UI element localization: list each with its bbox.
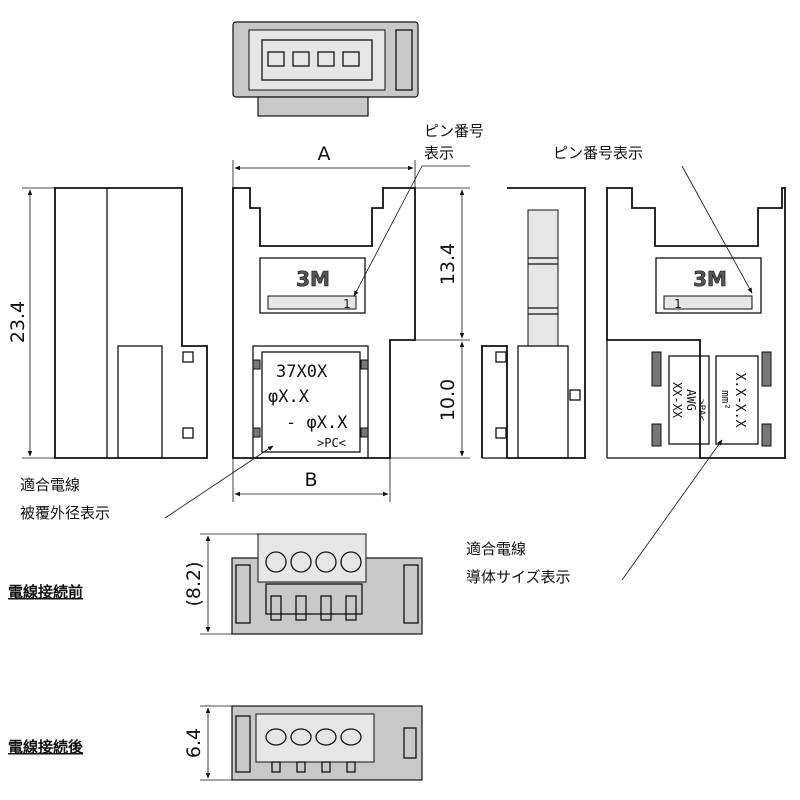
dim-B: B	[304, 469, 317, 491]
marking-line-4: >PC<	[317, 436, 346, 450]
right-side-view	[481, 187, 586, 459]
dim-13-4: 13.4	[437, 243, 459, 285]
wire-slots-after	[265, 728, 362, 746]
callout-pin-number-line1: ピン番号	[424, 122, 484, 140]
back-view: 3M 1 AWG XX-XX >PA< X.X-X.X mm² ピン番号表示	[553, 144, 786, 459]
wire-insulation-callout: 適合電線 被覆外径表示	[20, 445, 274, 522]
top-view	[232, 21, 419, 117]
callout-insulation-line1: 適合電線	[20, 476, 80, 494]
callout-conductor-line2: 導体サイズ表示	[466, 568, 571, 586]
left-side-view: 23.4	[7, 187, 208, 459]
marking-line-1: 37X0X	[276, 362, 328, 382]
marking-line-2: φX.X	[268, 387, 310, 407]
wire-conductor-callout: 適合電線 導体サイズ表示	[466, 439, 723, 586]
before-connection-view: 電線接続前 (8.2)	[8, 533, 423, 635]
contact-pins-after	[271, 761, 356, 773]
contact-pins-before	[265, 583, 363, 621]
dim-23-4: 23.4	[7, 301, 29, 343]
marking-line-3: - φX.X	[286, 413, 348, 433]
after-connection-view: 電線接続後 6.4	[8, 705, 423, 781]
logo-3m-back: 3M	[693, 267, 727, 291]
callout-conductor-line1: 適合電線	[466, 540, 526, 558]
callout-pin-number-side: ピン番号表示	[553, 144, 643, 162]
dim-8-2: (8.2)	[183, 561, 205, 606]
awg-label: AWG	[684, 389, 698, 411]
mm-unit: mm²	[719, 390, 732, 410]
callout-insulation-line2: 被覆外径表示	[20, 504, 110, 522]
dim-6-4: 6.4	[183, 728, 205, 758]
dim-10-0: 10.0	[437, 379, 459, 421]
material-mark-back: >PA<	[696, 399, 706, 421]
logo-3m-front: 3M	[296, 267, 330, 291]
pin-mark-front: 1	[343, 297, 351, 311]
label-before: 電線接続前	[8, 583, 83, 601]
front-view: 3M 1 37X0X φX.X - φX.X >PC< A B 13.4 10.…	[232, 122, 484, 502]
pin-mark-back: 1	[674, 297, 682, 311]
mm-range: X.X-X.X	[732, 373, 747, 428]
callout-pin-number-line2: 表示	[424, 144, 454, 162]
label-after: 電線接続後	[8, 738, 84, 756]
dim-A: A	[318, 143, 331, 165]
wire-slots-before	[265, 551, 362, 573]
awg-range: XX-XX	[670, 382, 684, 419]
